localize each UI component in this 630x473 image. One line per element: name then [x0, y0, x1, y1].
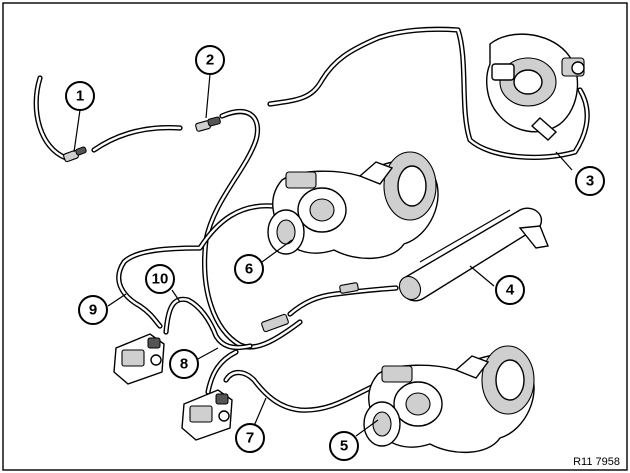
hose-to-vacuum-pump [267, 26, 590, 160]
callout-3: 3 [575, 166, 605, 196]
callout-10: 10 [145, 264, 175, 294]
callout-label: 8 [180, 356, 188, 373]
callout-8: 8 [169, 349, 199, 379]
vacuum-lines [33, 26, 590, 413]
callout-leaders [73, 73, 573, 437]
hose-left-inlet [33, 75, 69, 161]
hose-1-to-2 [91, 125, 183, 153]
pressure-converter-icon [181, 389, 233, 441]
hose-to-reservoir [287, 285, 399, 317]
callout-label: 4 [506, 282, 515, 299]
callout-label: 9 [89, 302, 97, 319]
figure-reference-code: R11 7958 [573, 456, 620, 468]
hose-9 [116, 203, 275, 329]
pressure-converter-icon [113, 333, 165, 385]
turbocharger-icon [267, 151, 439, 259]
callout-label: 2 [206, 52, 214, 69]
callout-5: 5 [329, 431, 359, 461]
vacuum-reservoir-icon [398, 207, 549, 302]
callout-4: 4 [495, 275, 525, 305]
callout-label: 1 [76, 88, 84, 105]
turbocharger-icon [363, 345, 535, 453]
callout-2: 2 [195, 45, 225, 75]
callout-9: 9 [78, 295, 108, 325]
hose-connector-icon [63, 116, 359, 333]
callout-label: 3 [586, 173, 594, 190]
callout-6: 6 [234, 254, 264, 284]
callout-label: 10 [152, 271, 169, 288]
vacuum-pump-icon [486, 33, 585, 141]
callout-label: 5 [340, 438, 348, 455]
hose-10 [163, 296, 253, 351]
callout-label: 7 [246, 430, 254, 447]
callout-1: 1 [65, 81, 95, 111]
hose-8 [205, 349, 239, 395]
callout-label: 6 [245, 261, 253, 278]
callout-7: 7 [235, 423, 265, 453]
hose-7 [223, 369, 377, 413]
